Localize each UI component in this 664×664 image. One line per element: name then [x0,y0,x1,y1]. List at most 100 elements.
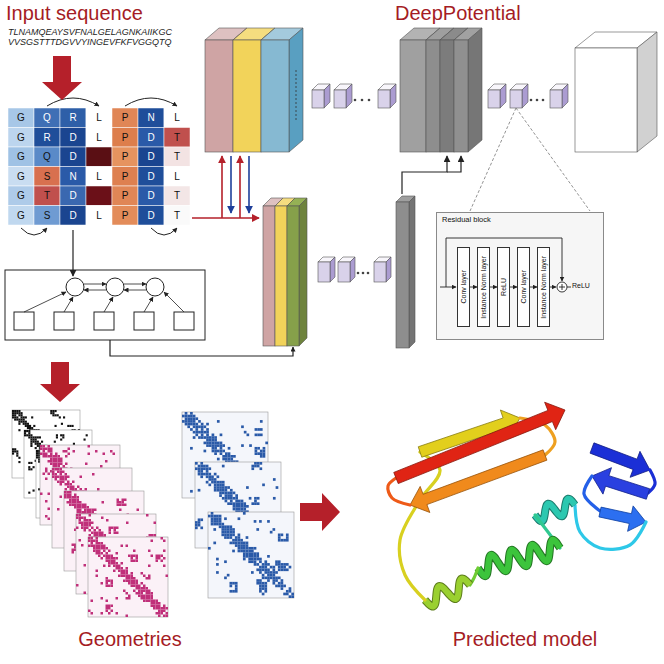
msa-cell [34,186,60,206]
contact-pixel [96,540,99,543]
contact-pixel [45,456,47,458]
feature-transfer-line [239,156,241,218]
contact-pixel [55,476,58,479]
contact-pixel [79,509,82,512]
contact-pixel [53,465,56,468]
contact-pixel [105,460,108,463]
msa-cell [112,108,138,128]
contact-pixel [29,427,31,429]
contact-pixel [45,455,48,458]
contact-pixel [89,514,92,517]
contact-pixel [74,499,77,502]
contact-pixel [110,450,113,453]
msa-cell [138,108,164,128]
contact-pixel [126,522,129,525]
contact-pixel [77,511,80,514]
contact-pixel [37,441,39,443]
block-side [468,28,482,152]
contact-pixel [137,509,140,512]
contact-pixel [103,550,106,553]
contact-pixel [45,468,48,471]
contact-pixel [104,534,107,537]
contact-pixel [63,416,65,418]
contact-pixel [146,590,149,593]
block-side [324,84,330,108]
contact-pixel [39,436,41,438]
msa-cell [112,167,138,187]
contact-pixel [68,453,71,456]
contact-pixel [111,555,114,558]
contact-pixel [14,412,16,414]
contact-pixel [79,514,82,517]
contact-pixel [106,582,109,585]
contact-pixel [55,460,58,463]
contact-pixel [77,509,80,512]
contact-pixel [116,552,119,555]
contact-pixel [109,529,112,532]
contact-pixel [56,436,58,438]
contact-pixel [106,580,109,583]
contact-pixel [23,419,25,421]
contact-pixel [106,555,109,558]
contact-pixel [106,557,109,560]
contact-pixel [60,496,63,499]
contact-pixel [68,448,71,451]
contact-pixel [14,450,16,452]
contact-pixel [60,478,63,481]
msa-cell [112,147,138,167]
contact-pixel [119,504,122,507]
residual-cube [550,84,568,108]
contact-pixel [28,492,30,494]
contact-pixel [33,425,35,427]
contact-pixel [16,455,18,457]
contact-pixel [47,456,49,458]
contact-pixel [89,534,92,537]
contact-pixel [133,585,136,588]
contact-pixel [103,545,106,548]
block-side [289,28,303,152]
contact-pixel [116,562,119,565]
contact-pixel [25,425,27,427]
contact-pixel [138,590,141,593]
contact-pixel [30,436,32,438]
contact-pixel [81,524,84,527]
contact-pixel [60,483,62,485]
contact-pixel [30,439,32,441]
contact-pixel [138,595,141,598]
contact-pixel [124,504,127,507]
contact-pixel [12,412,14,414]
contact-pixel [101,545,104,548]
contact-pixel [25,421,27,423]
contact-pixel [57,414,59,416]
contact-pixel [128,580,131,583]
contact-pixel [143,600,146,603]
block-front [378,90,390,108]
contact-pixel [96,532,99,535]
contact-pixel [64,491,67,494]
msa-cell [34,206,60,226]
contact-pixel [12,450,14,452]
contact-pixel [55,473,58,476]
contact-pixel [53,465,55,467]
feature-block [454,28,482,152]
contact-pixel [98,552,101,555]
block-side [637,32,657,152]
residual-cube [334,84,352,108]
1d-to-2d-line [447,156,461,172]
block-front [261,40,289,152]
contact-pixel [111,560,114,563]
contact-pixel [133,577,136,580]
contact-pixel [72,488,74,490]
contact-pixel [87,509,90,512]
contact-pixel [48,455,51,458]
contact-pixel [114,529,117,532]
contact-pixel [63,450,66,453]
contact-pixel [30,462,32,464]
contact-pixel [123,570,126,573]
contact-pixel [55,463,58,466]
contact-pixel [153,605,156,608]
contact-pixel [154,522,157,525]
contact-pixel [113,562,116,565]
contact-pixel [98,550,101,553]
contact-pixel [60,458,63,461]
